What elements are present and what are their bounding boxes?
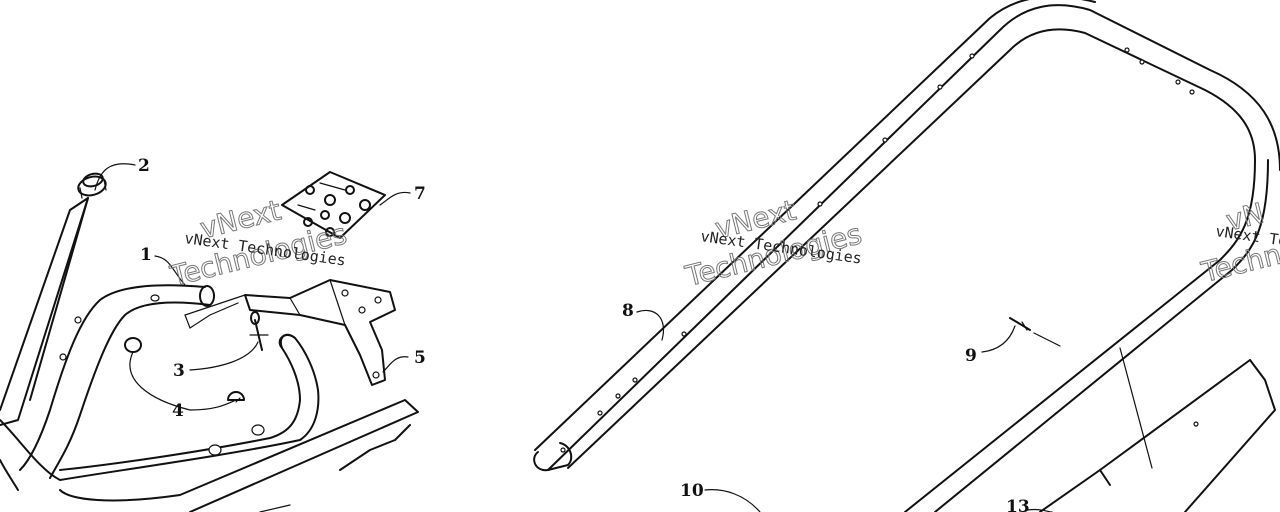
part-7-hardware-kit <box>281 171 386 239</box>
part-2-handle-bar <box>0 172 107 426</box>
callout-4: 4 <box>172 401 184 421</box>
lower-frame <box>0 399 419 512</box>
part-5-bracket <box>184 279 396 386</box>
callout-10: 10 <box>680 481 704 501</box>
part-1-tube-frame <box>0 284 320 481</box>
callout-1: 1 <box>140 245 152 265</box>
callout-2: 2 <box>138 156 150 176</box>
part-9-pin <box>1009 317 1061 347</box>
part-8-main-frame <box>533 0 1280 512</box>
callout-7: 7 <box>414 184 426 204</box>
part-13-panel <box>1039 347 1276 512</box>
callout-13: 13 <box>1006 497 1030 512</box>
callout-3: 3 <box>173 361 185 381</box>
callout-leaders <box>94 163 1053 512</box>
callout-9: 9 <box>965 346 977 366</box>
callout-8: 8 <box>622 301 634 321</box>
callout-5: 5 <box>414 348 426 368</box>
part-3-pin <box>249 311 269 351</box>
